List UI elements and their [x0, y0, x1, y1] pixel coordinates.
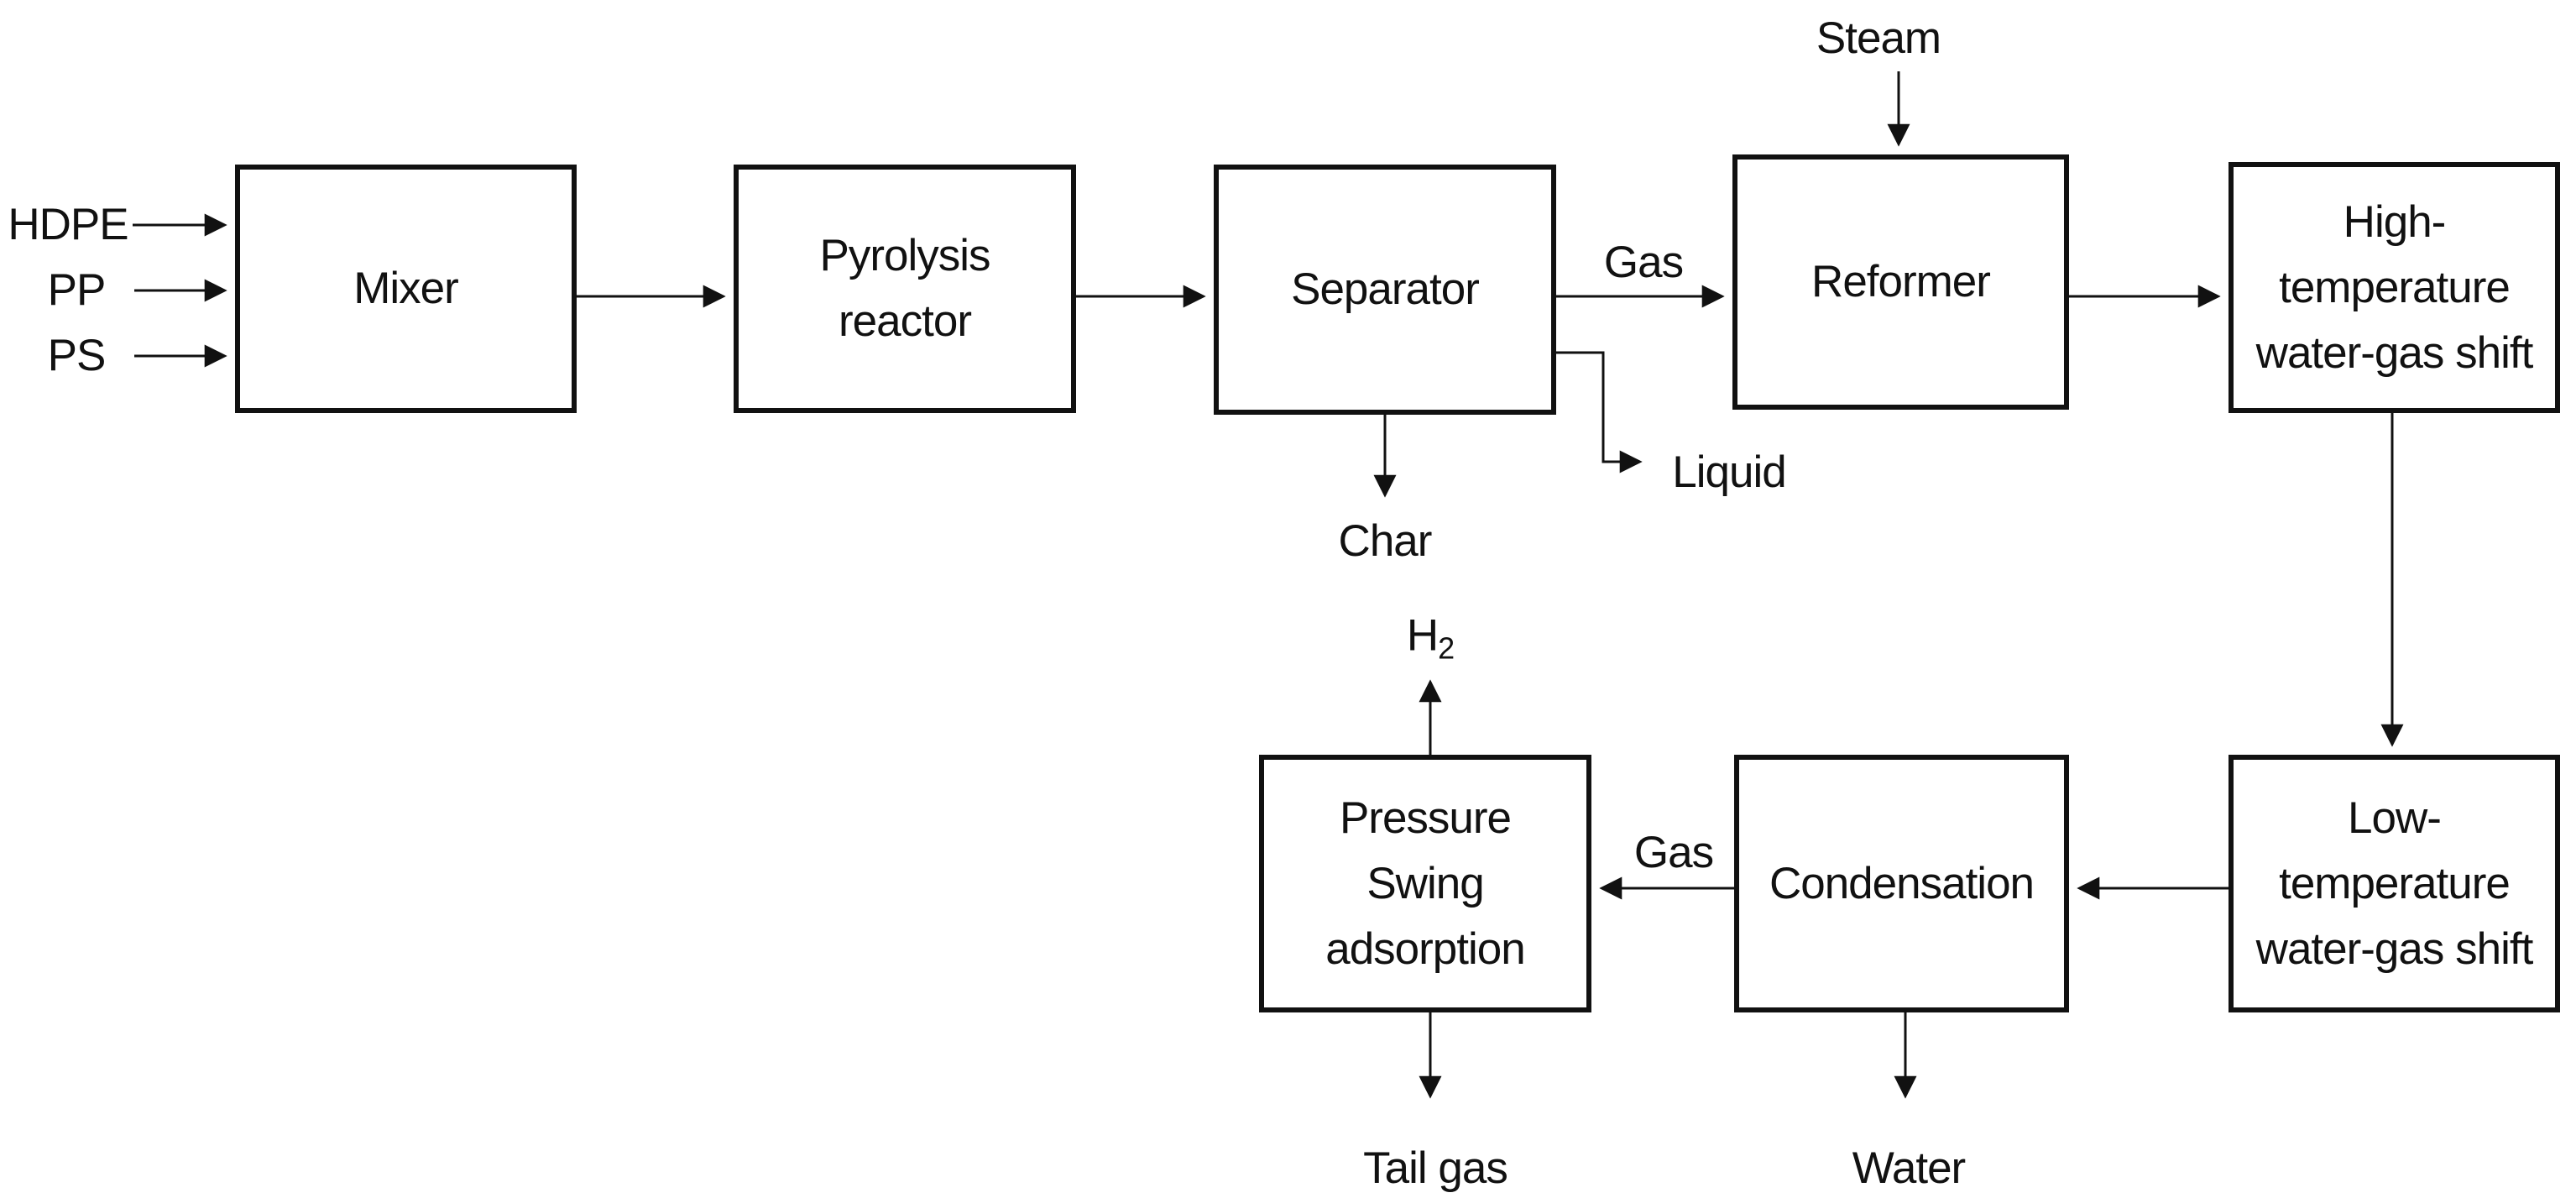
node-label-line: adsorption — [1325, 923, 1526, 974]
node-label: Reformer — [1811, 257, 1991, 306]
node-label-line: Pyrolysis — [819, 231, 990, 280]
node-high-temperature-water-gas-shift: High- temperature water-gas shift — [2229, 162, 2560, 413]
node-label: Separator — [1291, 264, 1480, 314]
node-label-line: temperature — [2279, 858, 2511, 908]
stream-label-h2: H2 — [1406, 610, 1455, 666]
stream-label-tail-gas: Tail gas — [1363, 1143, 1508, 1193]
stream-label-pp: PP — [47, 265, 107, 315]
stream-label-steam: Steam — [1816, 13, 1941, 63]
stream-label-ps: PS — [47, 331, 107, 380]
stream-label-gas-bottom: Gas — [1633, 828, 1714, 877]
node-mixer: Mixer — [235, 165, 577, 413]
node-label: Condensation — [1769, 858, 2035, 908]
node-pyrolysis-reactor: Pyrolysis reactor — [734, 165, 1076, 413]
h2-subscript: 2 — [1438, 630, 1455, 666]
node-label: Mixer — [353, 264, 459, 313]
node-condensation: Condensation — [1734, 755, 2069, 1012]
arrow-separator-to-liquid — [1554, 351, 1643, 473]
node-separator: Separator — [1214, 165, 1556, 415]
node-low-temperature-water-gas-shift: Low- temperature water-gas shift — [2229, 755, 2560, 1012]
stream-label-hdpe: HDPE — [8, 200, 128, 249]
stream-label-char: Char — [1338, 516, 1433, 566]
node-label-line: Low- — [2348, 793, 2442, 843]
node-label-line: water-gas shift — [2255, 327, 2534, 378]
stream-label-water: Water — [1852, 1143, 1966, 1193]
node-label-line: Pressure — [1339, 793, 1512, 843]
stream-label-gas-top: Gas — [1603, 238, 1684, 287]
node-label-line: temperature — [2279, 262, 2511, 312]
node-label-line: reactor — [839, 296, 972, 346]
node-label-line: High- — [2343, 196, 2447, 247]
stream-label-liquid: Liquid — [1672, 447, 1786, 497]
node-pressure-swing-adsorption: Pressure Swing adsorption — [1259, 755, 1591, 1012]
node-reformer: Reformer — [1732, 154, 2069, 410]
node-label-line: water-gas shift — [2255, 923, 2534, 974]
node-label-line: Swing — [1366, 858, 1484, 908]
